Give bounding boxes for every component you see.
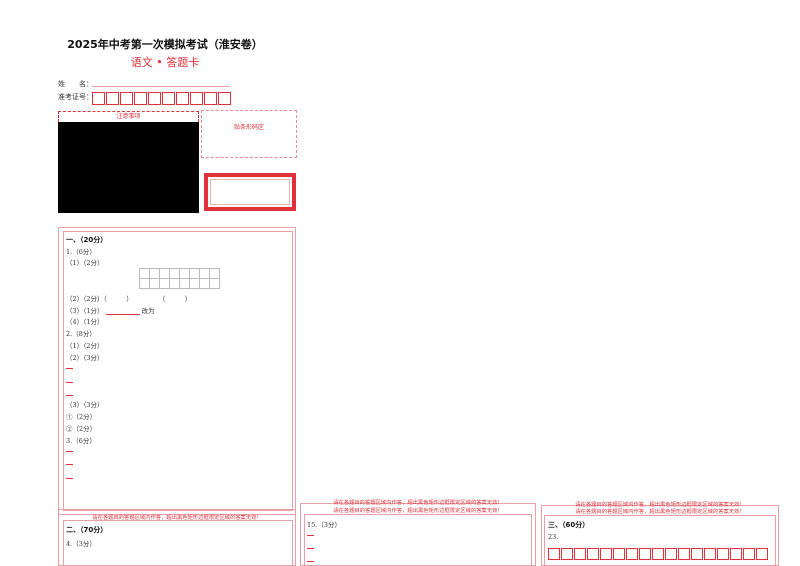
boundary-warning: 请在各题目的答题区域内作答，超出黑色矩形边框限定区域的答案无效！ bbox=[333, 508, 503, 514]
id-digit-box[interactable] bbox=[120, 92, 133, 105]
boundary-warning: 请在各题目的答题区域内作答，超出黑色矩形边框限定区域的答案无效！ bbox=[575, 509, 745, 515]
page-subtitle: 语文 • 答题卡 bbox=[130, 56, 200, 69]
question-1-4: （4）（1分） bbox=[66, 318, 104, 326]
question-4: 4.（3分） bbox=[66, 540, 96, 548]
question-1-1: （1）（2分） bbox=[66, 259, 104, 267]
question-1-3-suffix: 改为 bbox=[141, 307, 155, 315]
name-field[interactable] bbox=[92, 86, 230, 87]
character-grid[interactable] bbox=[139, 268, 220, 289]
question-2-3-b: ②（2分） bbox=[66, 425, 97, 433]
section1-outer-frame bbox=[58, 227, 296, 515]
question-1: 1.（6分） bbox=[66, 248, 96, 256]
question-2-3-a: ①（2分） bbox=[66, 413, 97, 421]
answer-line[interactable] bbox=[66, 382, 73, 383]
barcode-area: 贴条形码区 bbox=[201, 110, 297, 158]
boundary-warning: 请在各题目的答题区域内作答，超出黑色矩形边框限定区域的答案无效！ bbox=[333, 500, 503, 506]
id-digit-box[interactable] bbox=[176, 92, 189, 105]
question-1-3: （3）（1分） 改为 bbox=[66, 305, 155, 315]
answer-line[interactable] bbox=[66, 395, 73, 396]
answer-line[interactable] bbox=[66, 464, 73, 465]
id-label: 准考证号： bbox=[58, 93, 93, 101]
barcode-label: 贴条形码区 bbox=[233, 124, 264, 131]
section3-heading: 三、（60分） bbox=[548, 521, 590, 529]
answer-line[interactable] bbox=[307, 561, 314, 562]
answer-line[interactable] bbox=[66, 478, 73, 479]
id-digit-box[interactable] bbox=[162, 92, 175, 105]
answer-line[interactable] bbox=[307, 548, 314, 549]
id-digit-box[interactable] bbox=[148, 92, 161, 105]
question-2-2: （2）（3分） bbox=[66, 354, 104, 362]
section1-heading: 一、（20分） bbox=[66, 236, 108, 244]
page-title: 2025年中考第一次模拟考试（淮安卷） bbox=[67, 38, 263, 51]
answer-line[interactable] bbox=[66, 451, 73, 452]
question-23: 23. bbox=[548, 533, 559, 541]
id-digit-box[interactable] bbox=[204, 92, 217, 105]
question-2-3: （3）（3分） bbox=[66, 401, 104, 409]
id-digit-box[interactable] bbox=[134, 92, 147, 105]
question-15: 15.（3分） bbox=[307, 521, 341, 529]
notice-title: 注意事项 bbox=[58, 111, 199, 122]
exam-id-boxes[interactable] bbox=[92, 92, 232, 105]
question-1-3-label: （3）（1分） bbox=[66, 307, 104, 315]
question-2: 2.（8分） bbox=[66, 330, 96, 338]
boundary-warning: 请在各题目的答题区域内作答，超出黑色矩形边框限定区域的答案无效！ bbox=[92, 515, 262, 521]
boundary-warning: 请在各题目的答题区域内作答，超出黑色矩形边框限定区域的答案无效！ bbox=[575, 502, 745, 508]
section2-heading: 二、（70分） bbox=[66, 526, 108, 534]
id-digit-box[interactable] bbox=[92, 92, 105, 105]
question-1-2: （2）（2分）（ ） （ ） bbox=[66, 295, 192, 303]
notice-content-redacted bbox=[58, 122, 199, 213]
id-digit-box[interactable] bbox=[190, 92, 203, 105]
question-2-1: （1）（2分） bbox=[66, 342, 104, 350]
fill-blank[interactable] bbox=[105, 308, 140, 315]
answer-line[interactable] bbox=[307, 535, 314, 536]
section1-answer-area[interactable] bbox=[63, 231, 293, 511]
id-digit-box[interactable] bbox=[218, 92, 231, 105]
name-label: 姓 名： bbox=[58, 80, 93, 88]
question-3: 3.（6分） bbox=[66, 437, 96, 445]
answer-line[interactable] bbox=[66, 368, 73, 369]
id-digit-box[interactable] bbox=[106, 92, 119, 105]
absent-mark-box[interactable] bbox=[204, 173, 296, 211]
composition-grid[interactable] bbox=[548, 548, 769, 560]
